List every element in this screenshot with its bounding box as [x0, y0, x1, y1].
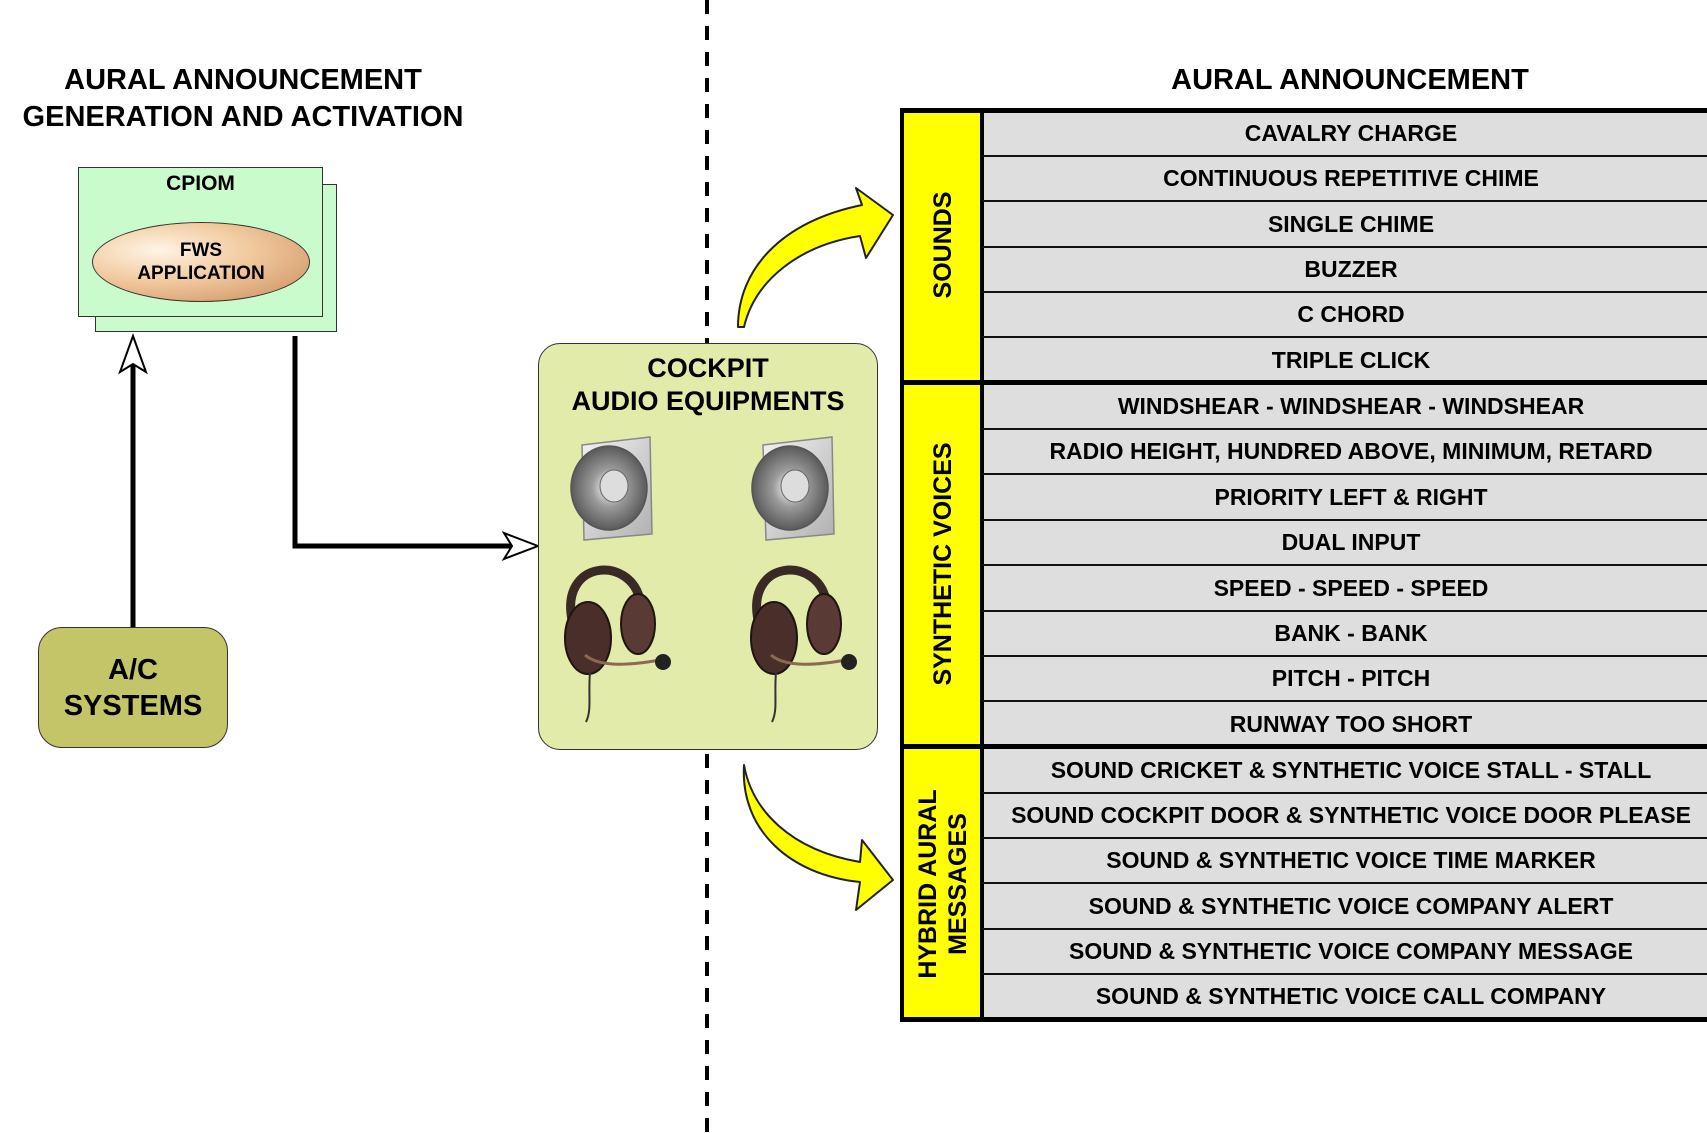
table-row: SOUND CRICKET & SYNTHETIC VOICE STALL - …: [982, 749, 1707, 794]
row-text: DUAL INPUT: [1281, 529, 1421, 555]
cpiom-label: CPIOM: [166, 172, 235, 195]
table-row: SOUND & SYNTHETIC VOICE CALL COMPANY: [982, 974, 1707, 1019]
row-text: C CHORD: [1297, 301, 1405, 327]
generation-heading-line1: AURAL ANNOUNCEMENT: [64, 64, 422, 96]
table-row: SOUND COCKPIT DOOR & SYNTHETIC VOICE DOO…: [982, 794, 1707, 839]
generation-heading-line2: GENERATION AND ACTIVATION: [22, 101, 464, 133]
row-text: BUZZER: [1304, 256, 1398, 282]
row-text: SOUND & SYNTHETIC VOICE CALL COMPANY: [1095, 983, 1607, 1009]
table-row: CAVALRY CHARGE: [982, 112, 1707, 157]
ac-to-cpiom-arrowhead: [118, 333, 148, 375]
table-row: BANK - BANK: [982, 612, 1707, 657]
cockpit-audio-box: [538, 343, 878, 750]
cockpit-label-line2: AUDIO EQUIPMENTS: [571, 386, 845, 416]
table-row: SOUND & SYNTHETIC VOICE COMPANY ALERT: [982, 885, 1707, 930]
curved-arrow-up: [737, 187, 894, 328]
category-hybrid-label: HYBRID AURAL MESSAGES: [913, 789, 973, 978]
cpiom-to-cockpit-arrowhead: [501, 531, 541, 561]
category-hybrid-aural-messages: HYBRID AURAL MESSAGES: [900, 746, 982, 1022]
table-row: SINGLE CHIME: [982, 203, 1707, 248]
fws-label: FWS: [179, 240, 223, 261]
table-row: BUZZER: [982, 248, 1707, 293]
table-bottom-line: [900, 1017, 1707, 1022]
category-hybrid-label-line2: MESSAGES: [944, 813, 972, 955]
table-row: SPEED - SPEED - SPEED: [982, 567, 1707, 612]
table-row: PITCH - PITCH: [982, 657, 1707, 702]
row-text: SOUND & SYNTHETIC VOICE TIME MARKER: [1106, 847, 1596, 873]
row-text: SOUND CRICKET & SYNTHETIC VOICE STALL - …: [1050, 757, 1652, 783]
announcement-heading: AURAL ANNOUNCEMENT: [1171, 64, 1529, 96]
row-text: SOUND COCKPIT DOOR & SYNTHETIC VOICE DOO…: [1011, 802, 1691, 828]
row-text: SINGLE CHIME: [1267, 211, 1435, 237]
table-row: TRIPLE CLICK: [982, 338, 1707, 383]
category-synthetic-voices: SYNTHETIC VOICES: [900, 382, 982, 746]
table-row: CONTINUOUS REPETITIVE CHIME: [982, 157, 1707, 202]
ac-systems-line2: SYSTEMS: [63, 689, 203, 722]
row-text: BANK - BANK: [1274, 620, 1428, 646]
curved-arrow-down: [742, 764, 894, 911]
category-synthetic-voices-label: SYNTHETIC VOICES: [929, 442, 957, 686]
row-text: WINDSHEAR - WINDSHEAR - WINDSHEAR: [1117, 393, 1585, 419]
row-text: CONTINUOUS REPETITIVE CHIME: [1163, 165, 1539, 191]
ac-systems-line1: A/C: [108, 653, 158, 686]
headset-icon: [564, 565, 671, 723]
row-text: SPEED - SPEED - SPEED: [1213, 575, 1489, 601]
category-sounds: SOUNDS: [900, 108, 982, 382]
speaker-icon: [570, 436, 653, 541]
speaker-icon: [751, 436, 835, 541]
table-row: RUNWAY TOO SHORT: [982, 702, 1707, 747]
table-row: DUAL INPUT: [982, 521, 1707, 566]
cockpit-label-line1: COCKPIT: [647, 353, 769, 383]
cpiom-to-cockpit-arrow: [292, 336, 520, 549]
row-text: SOUND & SYNTHETIC VOICE COMPANY ALERT: [1088, 893, 1614, 919]
row-text: TRIPLE CLICK: [1271, 347, 1431, 373]
category-hybrid-label-line1: HYBRID AURAL: [914, 789, 942, 979]
category-sounds-label: SOUNDS: [929, 191, 957, 299]
table-row: SOUND & SYNTHETIC VOICE TIME MARKER: [982, 839, 1707, 884]
table-row: WINDSHEAR - WINDSHEAR - WINDSHEAR: [982, 385, 1707, 430]
table-row: RADIO HEIGHT, HUNDRED ABOVE, MINIMUM, RE…: [982, 430, 1707, 475]
row-text: PRIORITY LEFT & RIGHT: [1214, 484, 1488, 510]
aural-announcement-table: SOUNDS SYNTHETIC VOICES HYBRID AURAL MES…: [900, 108, 1707, 1022]
cockpit-audio-label: COCKPIT AUDIO EQUIPMENTS: [538, 352, 878, 418]
row-text: SOUND & SYNTHETIC VOICE COMPANY MESSAGE: [1069, 938, 1633, 964]
table-row: SOUND & SYNTHETIC VOICE COMPANY MESSAGE: [982, 930, 1707, 975]
row-text: RADIO HEIGHT, HUNDRED ABOVE, MINIMUM, RE…: [1049, 438, 1653, 464]
row-text: RUNWAY TOO SHORT: [1229, 711, 1473, 737]
table-top-line: [900, 108, 1707, 113]
headset-icon: [750, 565, 857, 723]
application-label: APPLICATION: [137, 263, 265, 284]
fws-application-ellipse: FWS APPLICATION: [92, 222, 310, 302]
ac-systems-box: A/C SYSTEMS: [38, 627, 228, 748]
table-row: C CHORD: [982, 293, 1707, 338]
table-row: PRIORITY LEFT & RIGHT: [982, 476, 1707, 521]
synthetic-hybrid-divider: [900, 744, 1707, 749]
row-text: PITCH - PITCH: [1271, 665, 1431, 691]
row-text: CAVALRY CHARGE: [1244, 120, 1458, 146]
generation-heading: AURAL ANNOUNCEMENT GENERATION AND ACTIVA…: [0, 62, 486, 136]
sounds-synthetic-divider: [900, 380, 1707, 385]
